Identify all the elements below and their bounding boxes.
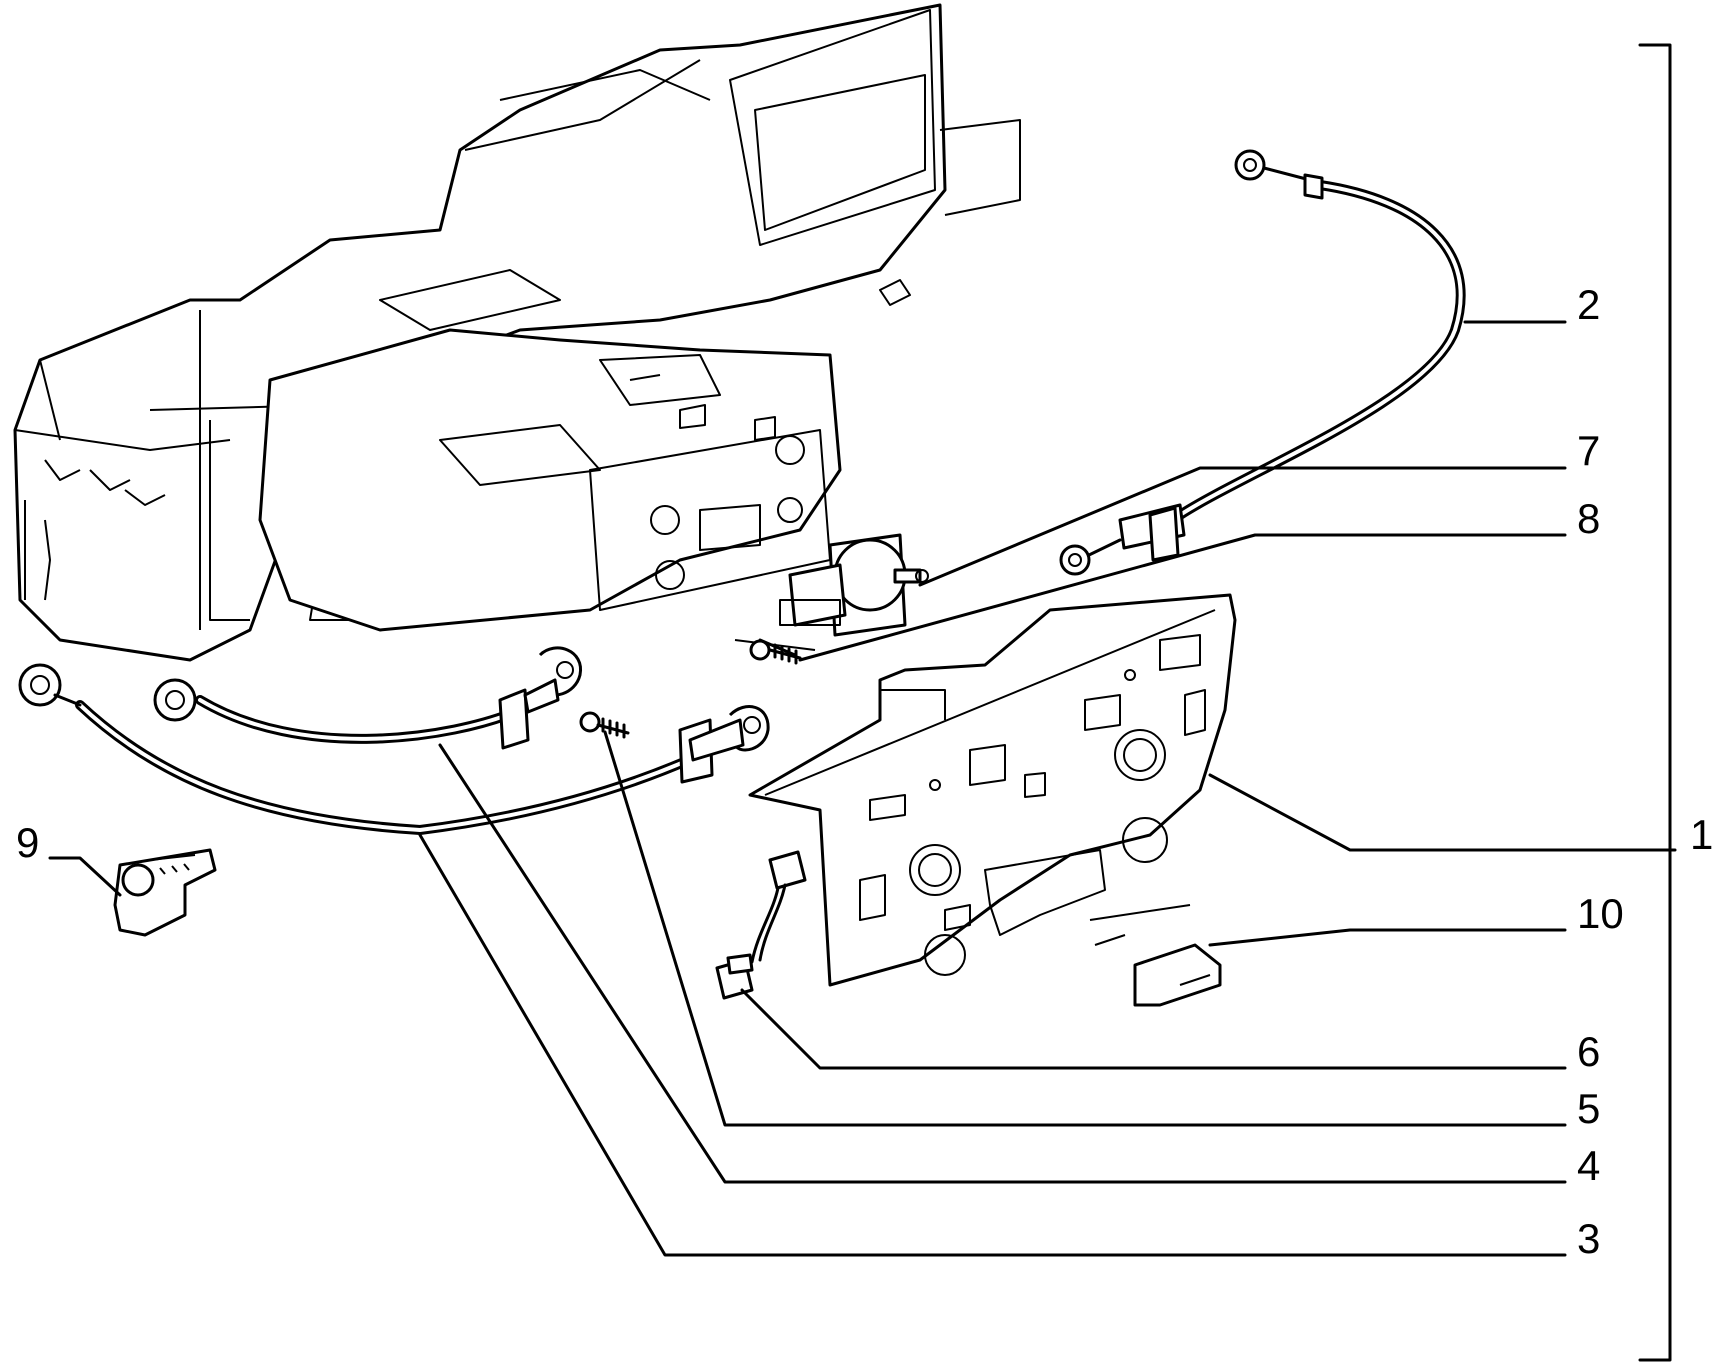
callout-7: 7 bbox=[1577, 427, 1601, 474]
harness-6 bbox=[715, 850, 807, 1000]
cap-10 bbox=[1089, 904, 1222, 1007]
screw-8 bbox=[734, 638, 816, 665]
leader-lines bbox=[48, 320, 1677, 1257]
housing-control-panel bbox=[258, 269, 842, 632]
cable-4 bbox=[153, 646, 582, 750]
callout-1: 1 bbox=[1690, 811, 1714, 858]
callout-4: 4 bbox=[1577, 1142, 1601, 1189]
callout-9: 9 bbox=[16, 819, 40, 866]
callout-6: 6 bbox=[1577, 1028, 1601, 1075]
sensor-7 bbox=[779, 533, 929, 637]
callout-5: 5 bbox=[1577, 1085, 1601, 1132]
callout-10: 10 bbox=[1577, 890, 1624, 937]
callout-3: 3 bbox=[1577, 1215, 1601, 1262]
control-panel-1 bbox=[748, 593, 1237, 987]
assembly-bracket bbox=[1638, 43, 1672, 1362]
callout-2: 2 bbox=[1577, 281, 1601, 328]
screw-5 bbox=[579, 711, 630, 739]
cable-3 bbox=[18, 663, 770, 836]
clip-9 bbox=[113, 848, 217, 937]
cable-2 bbox=[1059, 149, 1466, 576]
callout-8: 8 bbox=[1577, 495, 1601, 542]
